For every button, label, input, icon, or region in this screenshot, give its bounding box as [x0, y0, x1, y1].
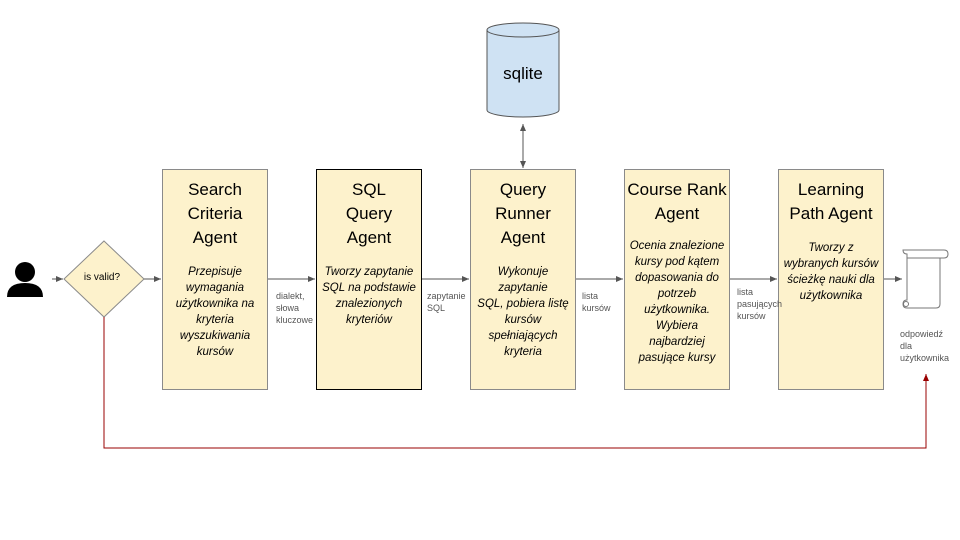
course-rank-agent-box[interactable]: Course Rank Agent Ocenia znalezione kurs…	[624, 169, 730, 390]
sql-query-agent-box[interactable]: SQL Query Agent Tworzy zapytanie SQL na …	[316, 169, 422, 390]
agent-title: Course Rank Agent	[627, 180, 727, 223]
learning-path-agent-box[interactable]: Learning Path Agent Tworzy z wybranych k…	[778, 169, 884, 390]
agent-description: Wykonuje zapytanie SQL, pobiera listę ku…	[477, 266, 569, 358]
flow-label-sql-query: zapytanie SQL	[427, 291, 466, 313]
agent-description: Ocenia znalezione kursy pod kątem dopaso…	[629, 240, 725, 364]
agent-title: Search Criteria Agent	[187, 180, 243, 247]
agent-description: Przepisuje wymagania użytkownika na kryt…	[175, 266, 255, 358]
user-icon	[7, 262, 43, 297]
response-scroll-icon	[902, 249, 949, 309]
decision-label: is valid?	[83, 272, 121, 283]
agent-description: Tworzy z wybranych kursów ścieżkę nauki …	[783, 242, 879, 302]
flow-label-matching-courses: lista pasujących kursów	[737, 287, 783, 321]
database-cylinder	[486, 22, 560, 118]
flow-label-keywords: dialekt, słowa kluczowe	[276, 291, 314, 325]
agent-description: Tworzy zapytanie SQL na podstawie znalez…	[322, 266, 416, 326]
search-criteria-agent-box[interactable]: Search Criteria Agent Przepisuje wymagan…	[162, 169, 268, 390]
output-label: odpowiedź dla użytkownika	[900, 329, 950, 363]
flow-label-course-list: lista kursów	[582, 291, 611, 313]
invalid-return-path	[103, 317, 929, 449]
agent-title: SQL Query Agent	[345, 180, 393, 247]
query-runner-agent-box[interactable]: Query Runner Agent Wykonuje zapytanie SQ…	[470, 169, 576, 390]
database-label: sqlite	[503, 64, 543, 83]
agent-title: Query Runner Agent	[495, 180, 551, 247]
agent-title: Learning Path Agent	[789, 180, 873, 223]
